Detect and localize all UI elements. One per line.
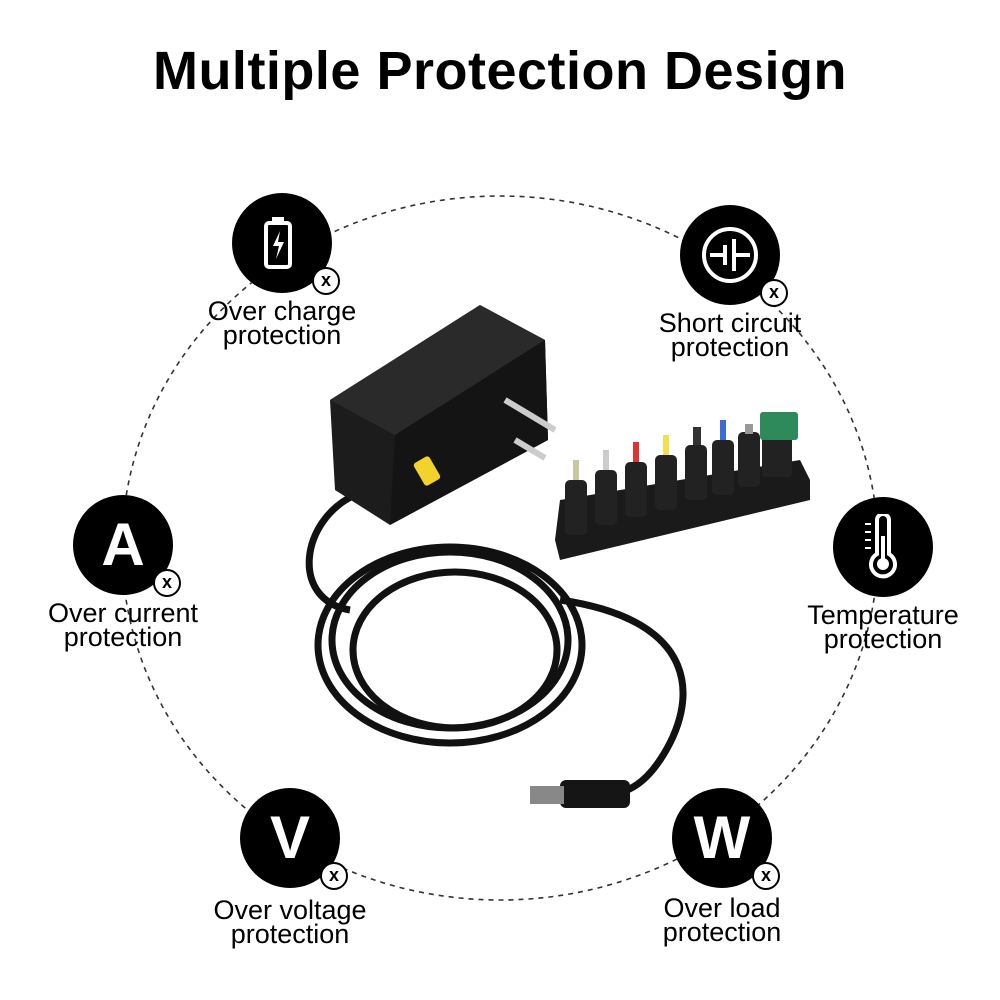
short-circuit-icon: x: [680, 205, 788, 307]
x-badge-icon: x: [320, 862, 348, 890]
power-adapter: [330, 305, 557, 525]
thermometer-icon: [833, 497, 933, 597]
x-badge-icon: x: [153, 569, 181, 597]
page-title: Multiple Protection Design: [152, 41, 848, 101]
x-badge-icon: x: [760, 279, 788, 307]
connector-tips: [555, 412, 810, 560]
letter-a-icon: A x: [73, 495, 181, 597]
letter-v-icon: V x: [240, 788, 348, 890]
letter-w-icon: W x: [672, 788, 780, 890]
cable: [305, 491, 687, 799]
dc-plug: [530, 780, 630, 808]
x-badge-icon: x: [752, 862, 780, 890]
battery-charging-icon: x: [232, 193, 340, 295]
x-badge-icon: x: [312, 267, 340, 295]
